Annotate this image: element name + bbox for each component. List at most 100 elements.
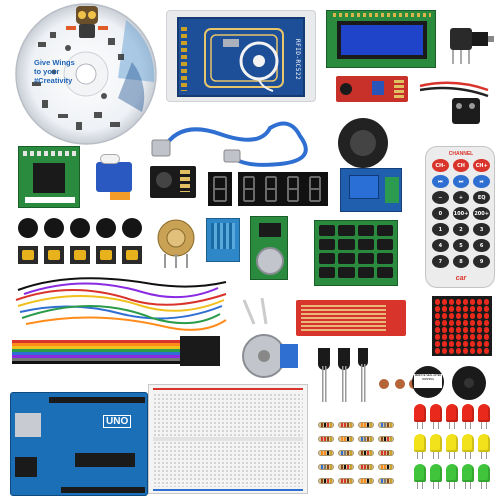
matrix-button xyxy=(357,253,374,264)
dot-matrix-grid xyxy=(435,299,489,354)
matrix-led xyxy=(441,299,448,305)
matrix-led xyxy=(448,299,455,305)
rtc-module xyxy=(250,216,288,280)
remote-key: 9 xyxy=(473,255,490,268)
rfid-header-pins xyxy=(181,27,187,91)
matrix-led xyxy=(441,327,448,333)
matrix-button xyxy=(357,239,374,250)
led-dot-matrix-8x8 xyxy=(432,296,492,356)
matrix-led xyxy=(441,313,448,319)
matrix-led xyxy=(435,320,441,326)
joystick-module xyxy=(338,118,388,170)
matrix-led xyxy=(476,334,483,340)
matrix-led xyxy=(448,320,455,326)
remote-brand: car xyxy=(455,275,467,282)
matrix-led xyxy=(483,299,489,305)
remote-key: 100+ xyxy=(452,207,470,220)
remote-key: 2 xyxy=(452,223,470,236)
cd-disc-graphic xyxy=(15,3,157,145)
resistor xyxy=(338,478,354,484)
matrix-led xyxy=(462,327,469,333)
push-button xyxy=(96,218,116,238)
push-buttons-black xyxy=(18,218,148,240)
remote-key: − xyxy=(432,191,449,204)
tactile-switch xyxy=(18,246,38,264)
stepper-motor xyxy=(240,332,300,384)
matrix-led xyxy=(455,327,462,333)
remote-key: + xyxy=(452,191,470,204)
matrix-led xyxy=(448,327,455,333)
relay-module xyxy=(340,168,402,212)
led xyxy=(414,404,426,429)
matrix-button xyxy=(357,225,374,236)
matrix-led xyxy=(483,334,489,340)
matrix-led xyxy=(476,348,483,354)
buzzer-label: REMOVE SEAL AFTER WASHING xyxy=(414,374,442,388)
tactile-switch xyxy=(122,246,142,264)
resistor xyxy=(358,450,374,456)
matrix-led xyxy=(448,341,455,347)
resistor xyxy=(358,436,374,442)
lcd-pins xyxy=(333,13,431,17)
matrix-button xyxy=(357,267,374,278)
matrix-button xyxy=(338,267,355,278)
potentiometer xyxy=(157,219,195,268)
matrix-grid xyxy=(319,225,393,278)
matrix-led xyxy=(469,348,476,354)
matrix-led xyxy=(462,313,469,319)
matrix-button xyxy=(319,239,336,250)
rfid-module: RFID-RC522 xyxy=(166,10,316,102)
matrix-led xyxy=(462,320,469,326)
remote-key: ⏭ xyxy=(452,175,470,188)
matrix-led xyxy=(469,299,476,305)
led xyxy=(462,404,474,429)
rfid-antenna-coil xyxy=(204,28,284,92)
remote-key: 0 xyxy=(432,207,449,220)
resistor xyxy=(338,464,354,470)
push-button xyxy=(122,218,142,238)
matrix-led xyxy=(476,299,483,305)
remote-key: CH- xyxy=(432,159,449,172)
resistor xyxy=(318,464,334,470)
resistor xyxy=(358,464,374,470)
matrix-led xyxy=(435,313,441,319)
matrix-led xyxy=(435,327,441,333)
matrix-led xyxy=(483,348,489,354)
seven-segment-4digit xyxy=(238,172,328,206)
matrix-led xyxy=(435,348,441,354)
remote-key: 200+ xyxy=(473,207,490,220)
cd-slogan: Give Wings to your #Creativity xyxy=(34,58,90,85)
resistors xyxy=(316,420,400,494)
matrix-led xyxy=(483,320,489,326)
remote-key: 6 xyxy=(473,239,490,252)
led xyxy=(446,434,458,459)
leds-yellow xyxy=(412,434,496,460)
small-parts xyxy=(242,297,268,325)
cd-slogan-line2: to your xyxy=(34,67,60,76)
usb-cable xyxy=(151,121,308,167)
led xyxy=(446,404,458,429)
remote-key: ⏮ xyxy=(432,175,449,188)
matrix-led xyxy=(462,341,469,347)
matrix-led xyxy=(462,348,469,354)
leds-green xyxy=(412,464,496,490)
servo-motor xyxy=(90,152,138,202)
matrix-led xyxy=(483,306,489,312)
matrix-button xyxy=(338,253,355,264)
button-matrix-4x4 xyxy=(314,220,398,286)
matrix-button xyxy=(319,225,336,236)
cd-slogan-line1: Give Wings xyxy=(34,58,75,67)
leds-red xyxy=(412,404,496,430)
remote-key: CH xyxy=(452,159,470,172)
matrix-led xyxy=(435,334,441,340)
seg-digit-8 xyxy=(213,176,227,202)
matrix-led xyxy=(441,341,448,347)
tactile-switches xyxy=(18,246,148,266)
tactile-switch xyxy=(70,246,90,264)
stepper-driver-board xyxy=(18,146,80,208)
water-level-sensor xyxy=(296,300,406,336)
jumper-wires-bundle xyxy=(12,277,227,366)
resistor xyxy=(378,436,394,442)
lcd-1602-module xyxy=(326,10,436,68)
